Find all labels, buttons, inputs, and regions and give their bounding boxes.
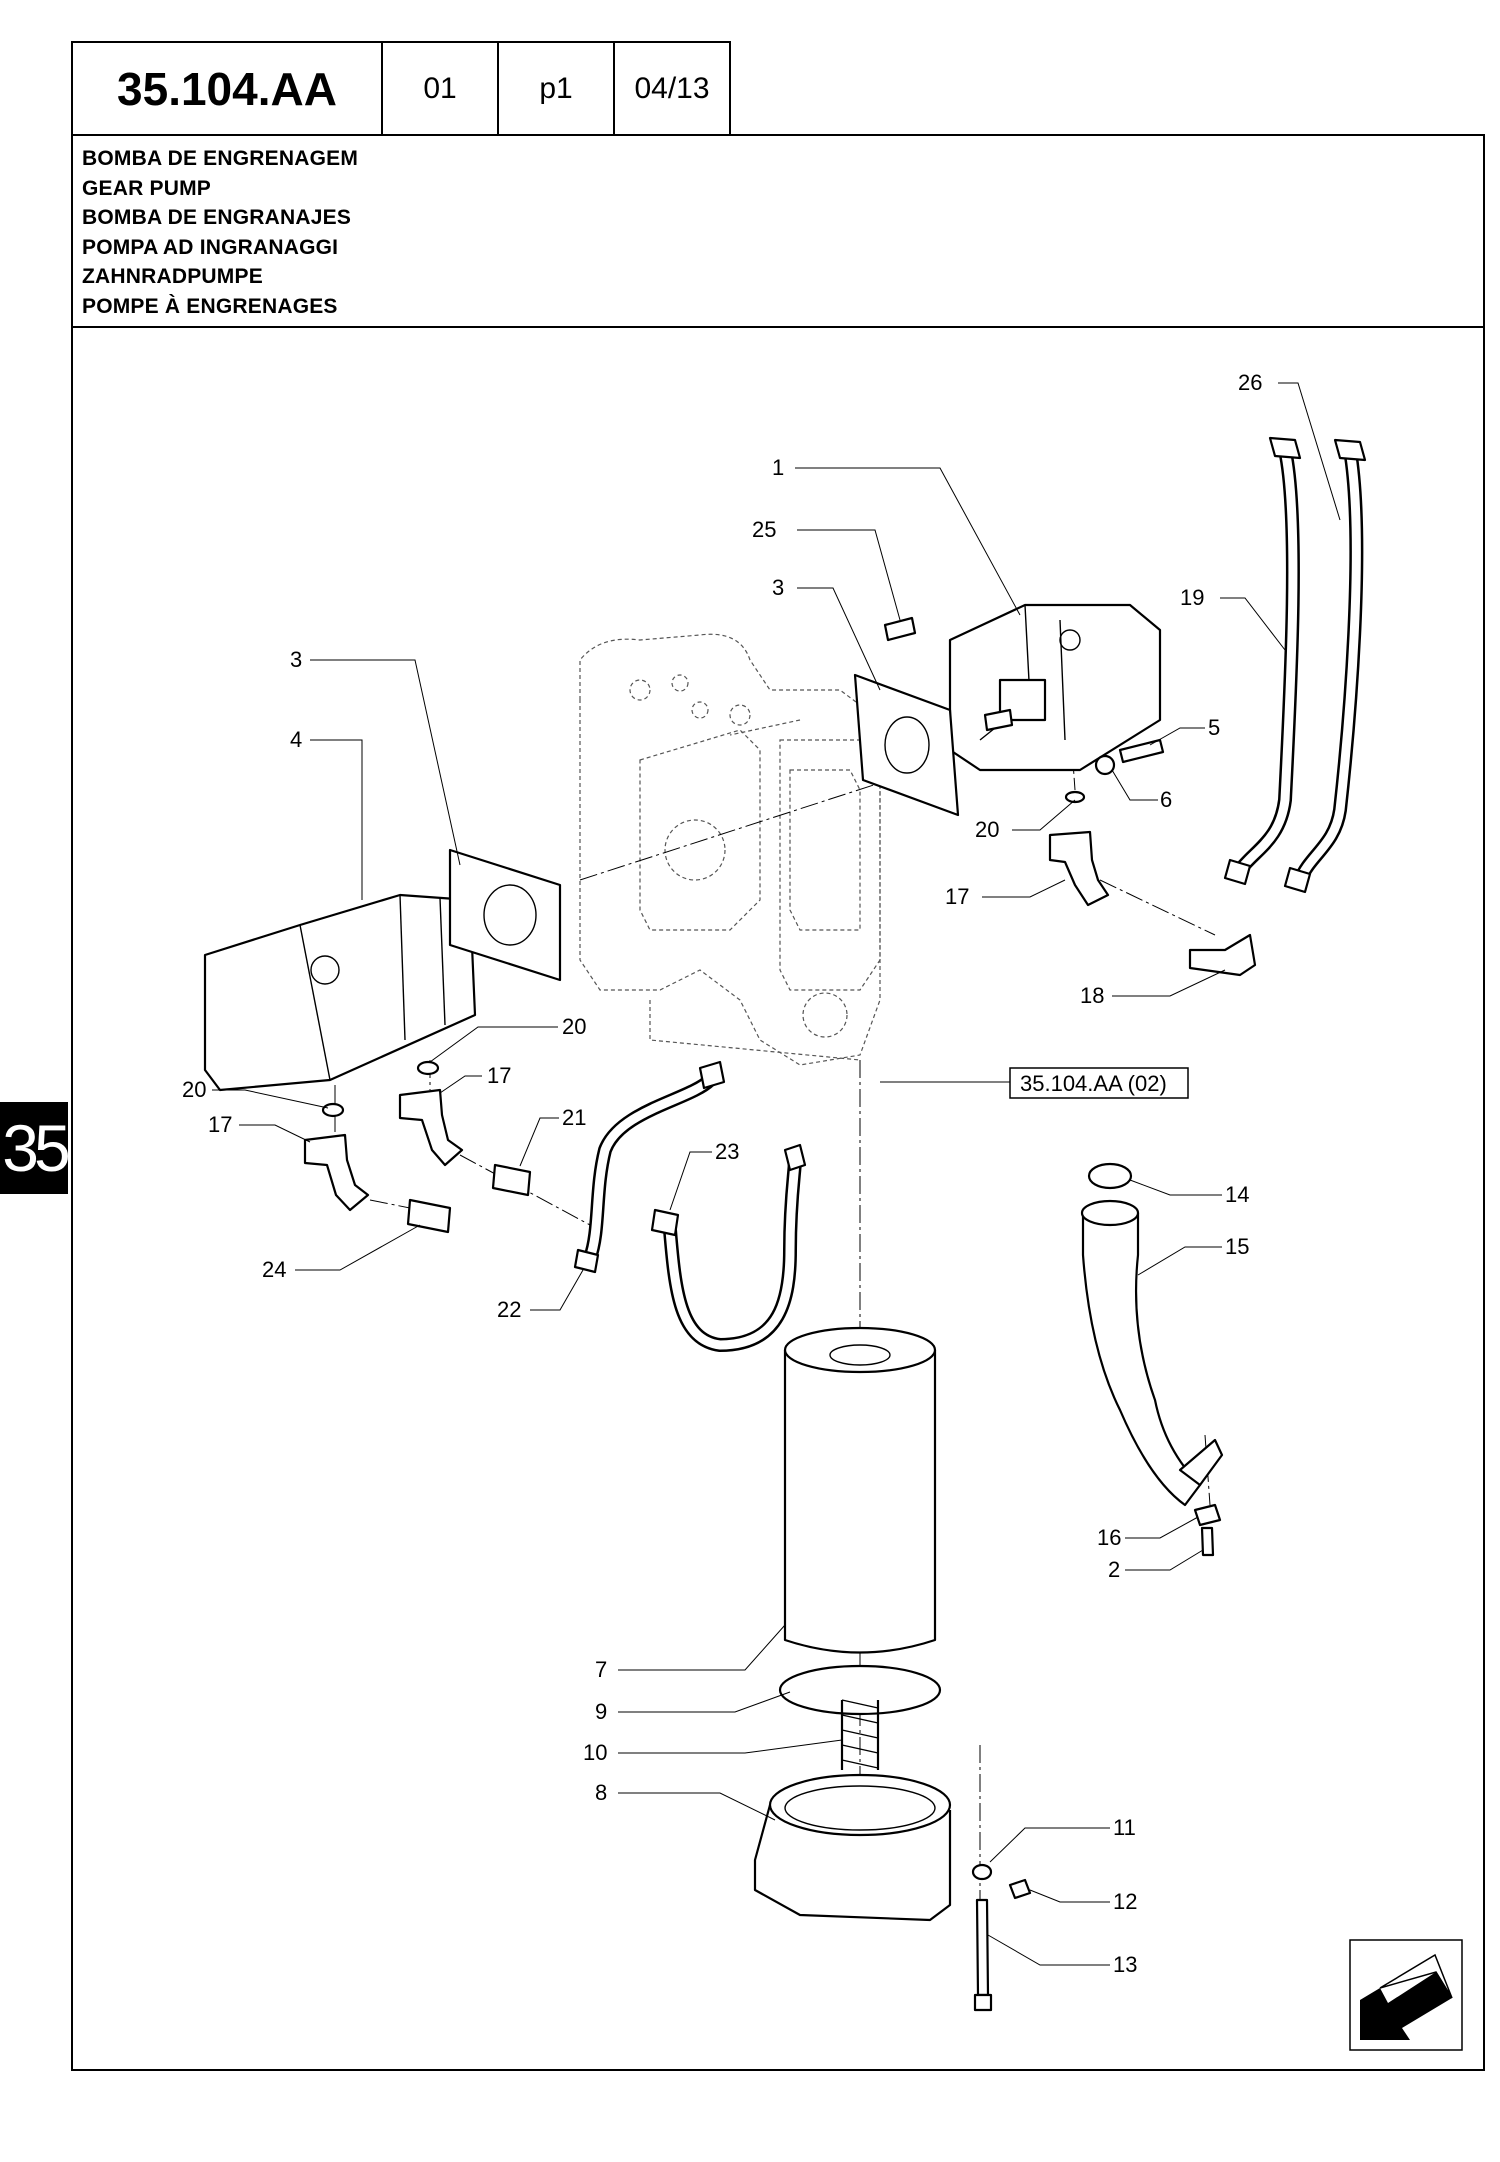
callout-18: 18 — [1080, 983, 1104, 1008]
filter-bowl — [753, 1773, 952, 1922]
title-en: GEAR PUMP — [82, 176, 211, 200]
callout-4: 4 — [290, 727, 302, 752]
title-it: POMPA AD INGRANAGGI — [82, 235, 339, 259]
callout-8: 8 — [595, 1780, 607, 1805]
housing-link — [729, 719, 801, 736]
fitting-21 — [491, 1163, 532, 1197]
callout-labels: 26 1 25 3 19 3 4 5 6 20 17 18 20 20 17 2… — [182, 370, 1262, 1977]
callout-17-upper: 17 — [945, 884, 969, 909]
next-page-arrow-icon[interactable] — [1349, 1939, 1463, 2051]
spring-10 — [841, 1699, 879, 1769]
reference-box — [1009, 1067, 1189, 1099]
callout-12: 12 — [1113, 1889, 1137, 1914]
callout-2: 2 — [1108, 1557, 1120, 1582]
pump-axis — [579, 769, 921, 881]
callout-20-upper: 20 — [975, 817, 999, 842]
callout-3-upper: 3 — [772, 575, 784, 600]
header-field-page: 04/13 — [613, 41, 731, 136]
oring-left-a — [416, 1060, 440, 1076]
callout-21: 21 — [562, 1105, 586, 1130]
washer-6 — [1094, 754, 1116, 776]
callout-20-left: 20 — [182, 1077, 206, 1102]
title-pt: BOMBA DE ENGRENAGEM — [82, 147, 359, 170]
fitting-24 — [406, 1198, 452, 1234]
oring-14 — [1087, 1162, 1133, 1190]
callout-6: 6 — [1160, 787, 1172, 812]
callout-11: 11 — [1113, 1815, 1136, 1840]
gasket-left-hole — [483, 884, 537, 946]
hose-23-fitting-left — [650, 1208, 680, 1237]
elbow-axis — [1099, 879, 1216, 936]
flange-elbow-left-a — [398, 1088, 464, 1167]
callout-14: 14 — [1225, 1182, 1249, 1207]
hose-19-fitting-top — [1268, 436, 1302, 460]
bolt-5 — [1118, 738, 1165, 764]
callout-17-left: 17 — [208, 1112, 232, 1137]
return-pipe — [1080, 1199, 1224, 1507]
stud-25 — [883, 616, 917, 642]
callout-17-mid: 17 — [487, 1063, 511, 1088]
callout-13: 13 — [1113, 1952, 1137, 1977]
hose-22-fitting-bottom — [573, 1248, 600, 1274]
section-tab[interactable]: 35 — [0, 1102, 71, 1194]
bolt-2 — [1200, 1526, 1215, 1557]
reference-box-label: 35.104.AA (02) — [1020, 1071, 1167, 1096]
title-es: BOMBA DE ENGRANAJES — [82, 206, 352, 229]
hose-19-inner — [1236, 449, 1298, 873]
hose-22-inner — [585, 1076, 714, 1260]
seal-9 — [778, 1664, 942, 1716]
hose-26-fitting-bottom — [1283, 866, 1312, 894]
callout-5: 5 — [1208, 715, 1220, 740]
hose-23-fitting-right — [783, 1143, 807, 1172]
callout-leaders — [212, 382, 1341, 1966]
hose-26-inner — [1295, 449, 1361, 882]
callout-9: 9 — [595, 1699, 607, 1724]
nut-12 — [1008, 1878, 1032, 1900]
callout-26: 26 — [1238, 370, 1262, 395]
elbow-18 — [1188, 933, 1257, 977]
callout-3-left: 3 — [290, 647, 302, 672]
oring-left-b — [321, 1102, 345, 1118]
callout-23: 23 — [715, 1139, 739, 1164]
gasket-left — [448, 848, 562, 982]
gear-pump-upper — [948, 603, 1162, 772]
callout-10: 10 — [583, 1740, 607, 1765]
hose-19-fitting-bottom — [1223, 858, 1252, 886]
callout-1: 1 — [772, 455, 784, 480]
callout-20-mid: 20 — [562, 1014, 586, 1039]
gasket-upper — [853, 673, 960, 817]
hose-26-fitting-top — [1333, 438, 1367, 462]
gasket-upper-hole — [884, 716, 930, 774]
callout-19: 19 — [1180, 585, 1204, 610]
bolt-13-head — [973, 1993, 993, 2012]
washer-11 — [971, 1863, 993, 1881]
title-de: ZAHNRADPUMPE — [82, 265, 263, 288]
section-code: 35.104.AA — [71, 41, 383, 136]
housing-outline — [579, 633, 881, 1066]
diagram-frame — [71, 326, 1485, 2071]
callout-16: 16 — [1097, 1525, 1121, 1550]
callout-24: 24 — [262, 1257, 286, 1282]
flange-elbow-left-b — [303, 1133, 370, 1212]
spring-10-sides — [840, 1700, 880, 1770]
callout-25: 25 — [752, 517, 776, 542]
filter-cartridge — [783, 1326, 937, 1654]
gear-pump-left — [203, 893, 492, 1092]
callout-15: 15 — [1225, 1234, 1249, 1259]
title-fr: POMPE À ENGRENAGES — [82, 294, 338, 318]
callout-7: 7 — [595, 1657, 607, 1682]
hose-22-fitting-top — [698, 1060, 726, 1090]
callout-22: 22 — [497, 1297, 521, 1322]
bolt-13 — [975, 1898, 990, 1997]
washer-16 — [1193, 1503, 1222, 1527]
hose-23-inner — [665, 1159, 800, 1350]
hose-26-outer — [1293, 448, 1364, 883]
oring-upper — [1064, 790, 1086, 804]
flange-elbow-upper — [1048, 830, 1110, 907]
